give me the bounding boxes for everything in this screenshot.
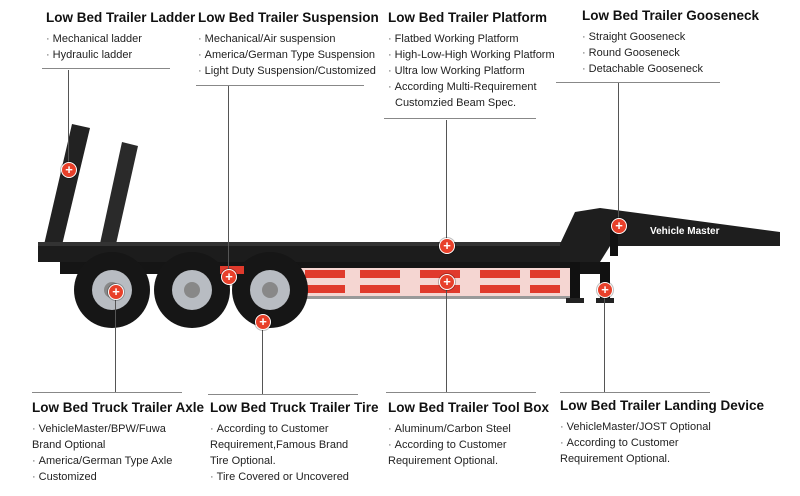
platform-section: Low Bed Trailer Platform ·Flatbed Workin… <box>388 10 555 111</box>
tool-box-frame <box>300 268 570 299</box>
suspension-item: ·America/German Type Suspension <box>198 49 376 61</box>
gooseneck-hotspot[interactable]: + <box>611 218 627 234</box>
wheel-3 <box>232 252 308 328</box>
landing-rule <box>560 392 710 393</box>
ladder-item: ·Mechanical ladder <box>46 33 142 45</box>
tire-title: Low Bed Truck Trailer Tire <box>210 400 379 415</box>
toolbox-section: Low Bed Trailer Tool Box ·Aluminum/Carbo… <box>388 400 549 469</box>
gooseneck-item: ·Straight Gooseneck <box>582 31 686 43</box>
gooseneck-rule <box>556 82 720 83</box>
toolbox-item-cont: Requirement Optional. <box>388 455 499 467</box>
suspension-section: Low Bed Trailer Suspension ·Mechanical/A… <box>198 10 379 79</box>
tire-rule <box>208 394 358 395</box>
ladder-item: ·Hydraulic ladder <box>46 49 133 61</box>
suspension-item: ·Mechanical/Air suspension <box>198 33 336 45</box>
platform-item: ·High-Low-High Working Platform <box>388 49 555 61</box>
toolbox-item: ·Aluminum/Carbon Steel <box>388 423 511 435</box>
gooseneck-title: Low Bed Trailer Gooseneck <box>582 8 760 23</box>
axle-title: Low Bed Truck Trailer Axle <box>32 400 205 415</box>
tire-hotspot[interactable]: + <box>255 314 271 330</box>
axle-section: Low Bed Truck Trailer Axle ·VehicleMaste… <box>32 400 204 485</box>
ladder-rule <box>42 68 170 69</box>
toolbox-rule <box>386 392 536 393</box>
suspension-item: ·Light Duty Suspension/Customized <box>198 65 376 77</box>
axle-item: ·VehicleMaster/BPW/Fuwa <box>32 423 166 435</box>
axle-item: ·America/German Type Axle <box>32 455 173 467</box>
landing-leader <box>604 296 605 392</box>
landing-leg-front <box>570 262 580 300</box>
landing-item-cont: Requirement Optional. <box>560 453 671 465</box>
toolbox-hotspot[interactable]: + <box>439 274 455 290</box>
gooseneck-item: ·Round Gooseneck <box>582 47 680 59</box>
toolbox-item: ·According to Customer <box>388 439 507 451</box>
suspension-rule <box>196 85 364 86</box>
landing-section: Low Bed Trailer Landing Device ·VehicleM… <box>560 398 764 467</box>
landing-leg-rear <box>600 262 610 300</box>
landing-item: ·VehicleMaster/JOST Optional <box>560 421 711 433</box>
ladder-title: Low Bed Trailer Ladder <box>46 10 196 25</box>
tire-item-cont: Requirement,Famous Brand <box>210 439 349 451</box>
ladder-leader <box>68 70 69 166</box>
suspension-title: Low Bed Trailer Suspension <box>198 10 379 25</box>
axle-rule <box>32 392 182 393</box>
platform-item: ·Ultra low Working Platform <box>388 65 525 77</box>
axle-item: ·Customized <box>32 471 97 483</box>
axle-item-cont: Brand Optional <box>32 439 106 451</box>
gooseneck-leader <box>618 82 619 224</box>
platform-item-cont: Customzied Beam Spec. <box>395 97 517 109</box>
platform-rule <box>384 118 536 119</box>
axle-hotspot[interactable]: + <box>108 284 124 300</box>
tire-leader <box>262 328 263 394</box>
toolbox-leader <box>446 288 447 392</box>
brand-label: Vehicle Master <box>650 226 720 237</box>
landing-item: ·According to Customer <box>560 437 679 449</box>
toolbox-title: Low Bed Trailer Tool Box <box>388 400 550 415</box>
platform-hotspot[interactable]: + <box>439 238 455 254</box>
landing-title: Low Bed Trailer Landing Device <box>560 398 765 413</box>
platform-item: ·Flatbed Working Platform <box>388 33 519 45</box>
tire-item-cont: Tire Optional. <box>210 455 276 467</box>
ladder-section: Low Bed Trailer Ladder ·Mechanical ladde… <box>46 10 195 63</box>
platform-title: Low Bed Trailer Platform <box>388 10 548 25</box>
tire-item: ·Tire Covered or Uncovered <box>210 471 349 483</box>
wheel-2 <box>154 252 230 328</box>
gooseneck-item: ·Detachable Gooseneck <box>582 63 704 75</box>
platform-item: ·According Multi-Requirement <box>388 81 537 93</box>
ramp-ladder-right <box>96 142 138 262</box>
ramp-ladder-left <box>40 124 90 262</box>
suspension-leader <box>228 86 229 274</box>
ladder-hotspot[interactable]: + <box>61 162 77 178</box>
axle-leader <box>115 298 116 392</box>
suspension-hotspot[interactable]: + <box>221 269 237 285</box>
gooseneck-section: Low Bed Trailer Gooseneck ·Straight Goos… <box>582 8 759 77</box>
tire-section: Low Bed Truck Trailer Tire ·According to… <box>210 400 379 485</box>
platform-leader <box>446 120 447 246</box>
landing-hotspot[interactable]: + <box>597 282 613 298</box>
tire-item: ·According to Customer <box>210 423 329 435</box>
